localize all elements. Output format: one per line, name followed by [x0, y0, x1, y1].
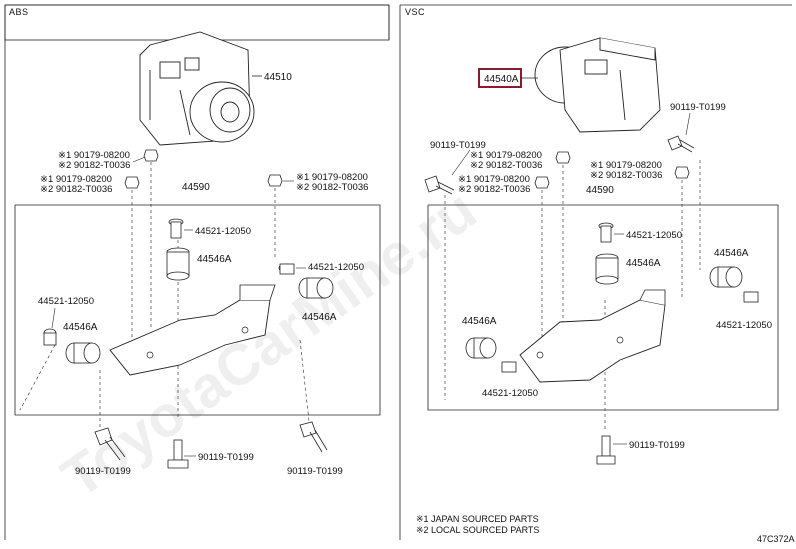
abs-bolt-right [299, 421, 328, 453]
abs-nut-right-label-1: ※1 90179-08200 [296, 172, 368, 183]
abs-collar-left-label: 44521-12050 [38, 296, 94, 307]
abs-nut-top [143, 149, 159, 162]
vsc-collar-top [598, 222, 614, 243]
abs-section-title: ABS [9, 7, 29, 17]
vsc-nut-right-label-1: ※1 90179-08200 [590, 160, 662, 171]
vsc-collar-left [501, 361, 517, 373]
abs-collar-top [168, 218, 184, 239]
vsc-grommet-left [465, 337, 497, 359]
abs-grommet-right [298, 277, 334, 299]
vsc-grommet-left-label: 44546A [462, 316, 497, 327]
vsc-nut-top [555, 151, 571, 164]
abs-bracket-label: 44590 [182, 182, 210, 193]
abs-bolt-right-label: 90119-T0199 [287, 466, 343, 477]
vsc-nut-top-label-1: ※1 90179-08200 [470, 150, 542, 161]
abs-bolt-center [167, 439, 189, 469]
vsc-nut-left-label-2: ※2 90182-T0036 [458, 184, 530, 195]
vsc-grommet-right-label: 44546A [714, 248, 749, 259]
abs-grommet-top [166, 247, 190, 281]
vsc-section-title: VSC [405, 7, 425, 17]
watermark: ToyotaCarMine.ru [50, 177, 488, 511]
abs-collar-top-label: 44521-12050 [195, 226, 251, 237]
abs-collar-right-label: 44521-12050 [308, 262, 364, 273]
abs-nut-label-2: ※2 90182-T0036 [58, 160, 130, 171]
abs-grommet-left [65, 342, 101, 364]
abs-grommet-left-label: 44546A [63, 322, 98, 333]
note-japan-sourced: ※1 JAPAN SOURCED PARTS [416, 514, 539, 524]
abs-nut-label-1: ※1 90179-08200 [58, 150, 130, 161]
abs-bolt-center-label: 90119-T0199 [198, 452, 254, 463]
vsc-collar-right-label: 44521-12050 [716, 320, 772, 331]
diagram-id: 47C372A [757, 534, 795, 544]
vsc-unit-part-label[interactable]: 44540A [484, 74, 519, 85]
abs-unit-part-label: 44510 [264, 72, 292, 83]
abs-grommet-right-label: 44546A [302, 312, 337, 323]
vsc-grommet-top-label: 44546A [626, 258, 661, 269]
abs-nut-label-b1: ※1 90179-08200 [40, 174, 112, 185]
vsc-grommet-top [595, 253, 619, 285]
abs-collar-left [43, 328, 57, 346]
vsc-nut-left-label-1: ※1 90179-08200 [458, 174, 530, 185]
abs-nut-label-b2: ※2 90182-T0036 [40, 184, 112, 195]
vsc-bracket-label: 44590 [586, 185, 614, 196]
abs-bolt-left-label: 90119-T0199 [75, 466, 131, 477]
abs-nut-left [124, 176, 140, 189]
vsc-bolt-top-right-label: 90119-T0199 [670, 102, 726, 113]
abs-grommet-top-label: 44546A [197, 254, 232, 265]
vsc-grommet-right [709, 266, 743, 288]
vsc-collar-left-label: 44521-12050 [482, 388, 538, 399]
abs-nut-right [267, 174, 283, 187]
abs-actuator [139, 31, 255, 146]
vsc-bracket-box [427, 204, 779, 411]
vsc-bolt-top-left-label: 90119-T0199 [430, 140, 486, 151]
vsc-collar-right [743, 291, 759, 303]
vsc-bolt-top-right [667, 135, 695, 153]
vsc-bolt-bottom [596, 435, 616, 465]
abs-bracket-box [14, 204, 381, 416]
vsc-nut-right [674, 166, 690, 179]
vsc-nut-right-label-2: ※2 90182-T0036 [590, 170, 662, 181]
vsc-collar-top-label: 44521-12050 [626, 230, 682, 241]
abs-collar-right [278, 263, 295, 275]
note-local-sourced: ※2 LOCAL SOURCED PARTS [416, 525, 539, 535]
vsc-actuator [534, 37, 661, 133]
abs-nut-right-label-2: ※2 90182-T0036 [296, 182, 368, 193]
vsc-nut-top-label-2: ※2 90182-T0036 [470, 160, 542, 171]
vsc-bracket [519, 299, 666, 383]
vsc-bolt-top-left [424, 175, 455, 195]
vsc-bolt-bottom-label: 90119-T0199 [629, 440, 685, 451]
abs-bolt-left [94, 427, 126, 461]
vsc-nut-left [534, 176, 550, 189]
